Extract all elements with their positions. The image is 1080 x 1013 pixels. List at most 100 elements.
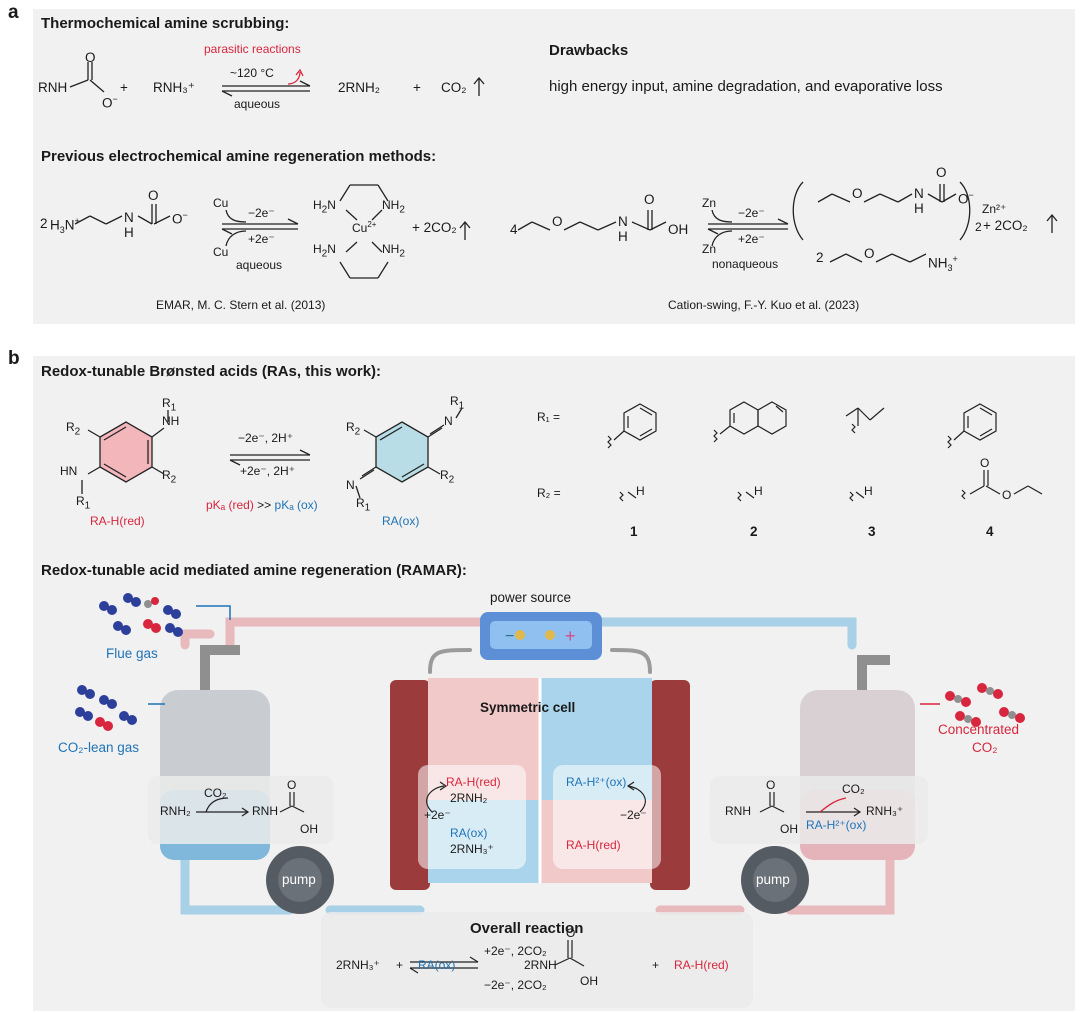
thermo-title: Thermochemical amine scrubbing: [41, 15, 290, 32]
power-source-label: power source [490, 590, 572, 605]
emar-cu-top: Cu [213, 196, 229, 210]
compound-1: 1 [630, 524, 638, 539]
cs-plus-co2: + 2CO₂ [983, 218, 1028, 233]
concentrated-label: Concentrated [938, 722, 1020, 737]
cs-zn-bottom: Zn [702, 242, 717, 256]
pka-red: pKₐ (red) [206, 498, 254, 512]
cell-left-l4: 2RNH₃⁺ [450, 842, 494, 856]
absorber-co2: CO₂ [204, 786, 227, 800]
ra-ox-n-bottom: N [346, 478, 355, 492]
overall-reaction-box [321, 912, 753, 1008]
thermo-reactant1: RNH [38, 80, 68, 95]
pka-line: pKₐ (red) >> pKₐ (ox) [206, 498, 318, 512]
overall-r1: 2RNH₃⁺ [336, 958, 380, 972]
r2-h-2: H [754, 484, 763, 498]
cu-complex-h2n-tl: H2N [313, 198, 336, 216]
cs-o-ether: O [552, 214, 563, 229]
cs-amine-nh3: NH3+ [928, 254, 958, 274]
r1-label: R₁ = [537, 410, 561, 424]
r2-h-1: H [636, 484, 645, 498]
overall-plus-2: + [652, 958, 660, 972]
emar-cu-bottom: Cu [213, 245, 229, 259]
cell-left-l3: RA(ox) [450, 826, 488, 840]
cell-left-box [418, 765, 526, 869]
stripper-reagent: RA-H²⁺(ox) [806, 818, 867, 832]
thermo-cond-bottom: aqueous [234, 97, 281, 111]
thermo-cond-top: ~120 °C [230, 66, 274, 80]
emar-h3n: H3N+ [50, 216, 80, 236]
cs-coef: 4 [510, 222, 518, 237]
overall-p1: 2RNH [524, 958, 557, 972]
stripper-oh: OH [780, 822, 798, 836]
absorber-reaction-box [148, 776, 334, 844]
overall-r2: RA(ox) [418, 958, 456, 972]
emar-e-red: +2e⁻ [248, 232, 275, 246]
thermo-plus-2: + [413, 80, 421, 95]
absorber-oh: OH [300, 822, 318, 836]
compound-3: 3 [868, 524, 876, 539]
concentrated-co2-label: CO₂ [972, 740, 998, 755]
overall-plus-1: + [396, 958, 404, 972]
emar-o-minus: O− [172, 210, 188, 227]
ra-red-r1-top: R1 [162, 396, 177, 414]
stripper-reactant: RNH [725, 804, 751, 818]
overall-o-top: O [566, 926, 576, 940]
cell-right-box [553, 765, 661, 869]
pka-ox: pKₐ (ox) [274, 498, 318, 512]
cs-solvent: nonaqueous [712, 257, 779, 271]
cu-complex-nh2-br: NH2 [382, 242, 405, 260]
parasitic-reactions: parasitic reactions [204, 42, 301, 56]
absorber-product: RNH [252, 804, 278, 818]
cs-e-ox: −2e⁻ [738, 206, 765, 220]
compound-4: 4 [986, 524, 994, 539]
cs-amine-o: O [864, 246, 875, 261]
symmetric-cell-label: Symmetric cell [480, 700, 576, 715]
panel-b-label: b [8, 348, 20, 369]
ra-ox-r2-top: R2 [346, 420, 361, 438]
thermo-plus-1: + [120, 80, 128, 95]
cs-salt-o-top: O [936, 165, 947, 180]
cell-right-l1: RA-H²⁺(ox) [566, 775, 627, 789]
overall-top: +2e⁻, 2CO₂ [484, 944, 547, 958]
r2-ester-o: O [1002, 488, 1012, 502]
ra-ox-n-top: N [444, 414, 453, 428]
cs-sub-2: 2 [975, 220, 982, 234]
ra-red-r2-bottom: R2 [162, 468, 177, 486]
prev-methods-title: Previous electrochemical amine regenerat… [41, 148, 437, 165]
cell-left-l2: 2RNH₂ [450, 791, 488, 805]
cu-complex-center: Cu2+ [352, 220, 377, 235]
ra-ox-r2-bottom: R2 [440, 468, 455, 486]
cs-citation: Cation-swing, F.-Y. Kuo et al. (2023) [668, 298, 860, 312]
ra-ox-r1-bottom: R1 [356, 496, 371, 514]
ra-red-hn: HN [60, 464, 78, 478]
ra-cond-top: −2e⁻, 2H⁺ [238, 431, 294, 445]
ra-cond-bottom: +2e⁻, 2H⁺ [240, 464, 296, 478]
svg-text:−: − [505, 628, 514, 645]
ramar-title: Redox-tunable acid mediated amine regene… [41, 562, 467, 579]
cs-o-top: O [644, 192, 655, 207]
emar-coef: 2 [40, 216, 48, 231]
ra-red-r1-bottom: R1 [76, 494, 91, 512]
panel-a-background [33, 9, 1075, 324]
ra-ox-r1-top: R1 [450, 394, 465, 412]
drawbacks-title: Drawbacks [549, 42, 629, 59]
stripper-reaction-box [710, 776, 928, 844]
emar-solvent: aqueous [236, 258, 283, 272]
ra-red-label: RA-H(red) [90, 514, 145, 528]
cs-zn-top: Zn [702, 196, 717, 210]
overall-bottom: −2e⁻, 2CO₂ [484, 978, 547, 992]
pump-left-label: pump [282, 872, 316, 887]
cs-e-red: +2e⁻ [738, 232, 765, 246]
ra-ox-label: RA(ox) [382, 514, 420, 528]
r2-label: R₂ = [537, 486, 561, 500]
co2-lean-label: CO₂-lean gas [58, 740, 140, 755]
pka-sep: >> [257, 498, 272, 512]
emar-o-top: O [148, 188, 159, 203]
cs-coef2: 2 [816, 250, 824, 265]
thermo-product2: CO₂ [441, 80, 467, 95]
absorber-o-top: O [287, 778, 297, 792]
cs-oh: OH [668, 222, 689, 237]
